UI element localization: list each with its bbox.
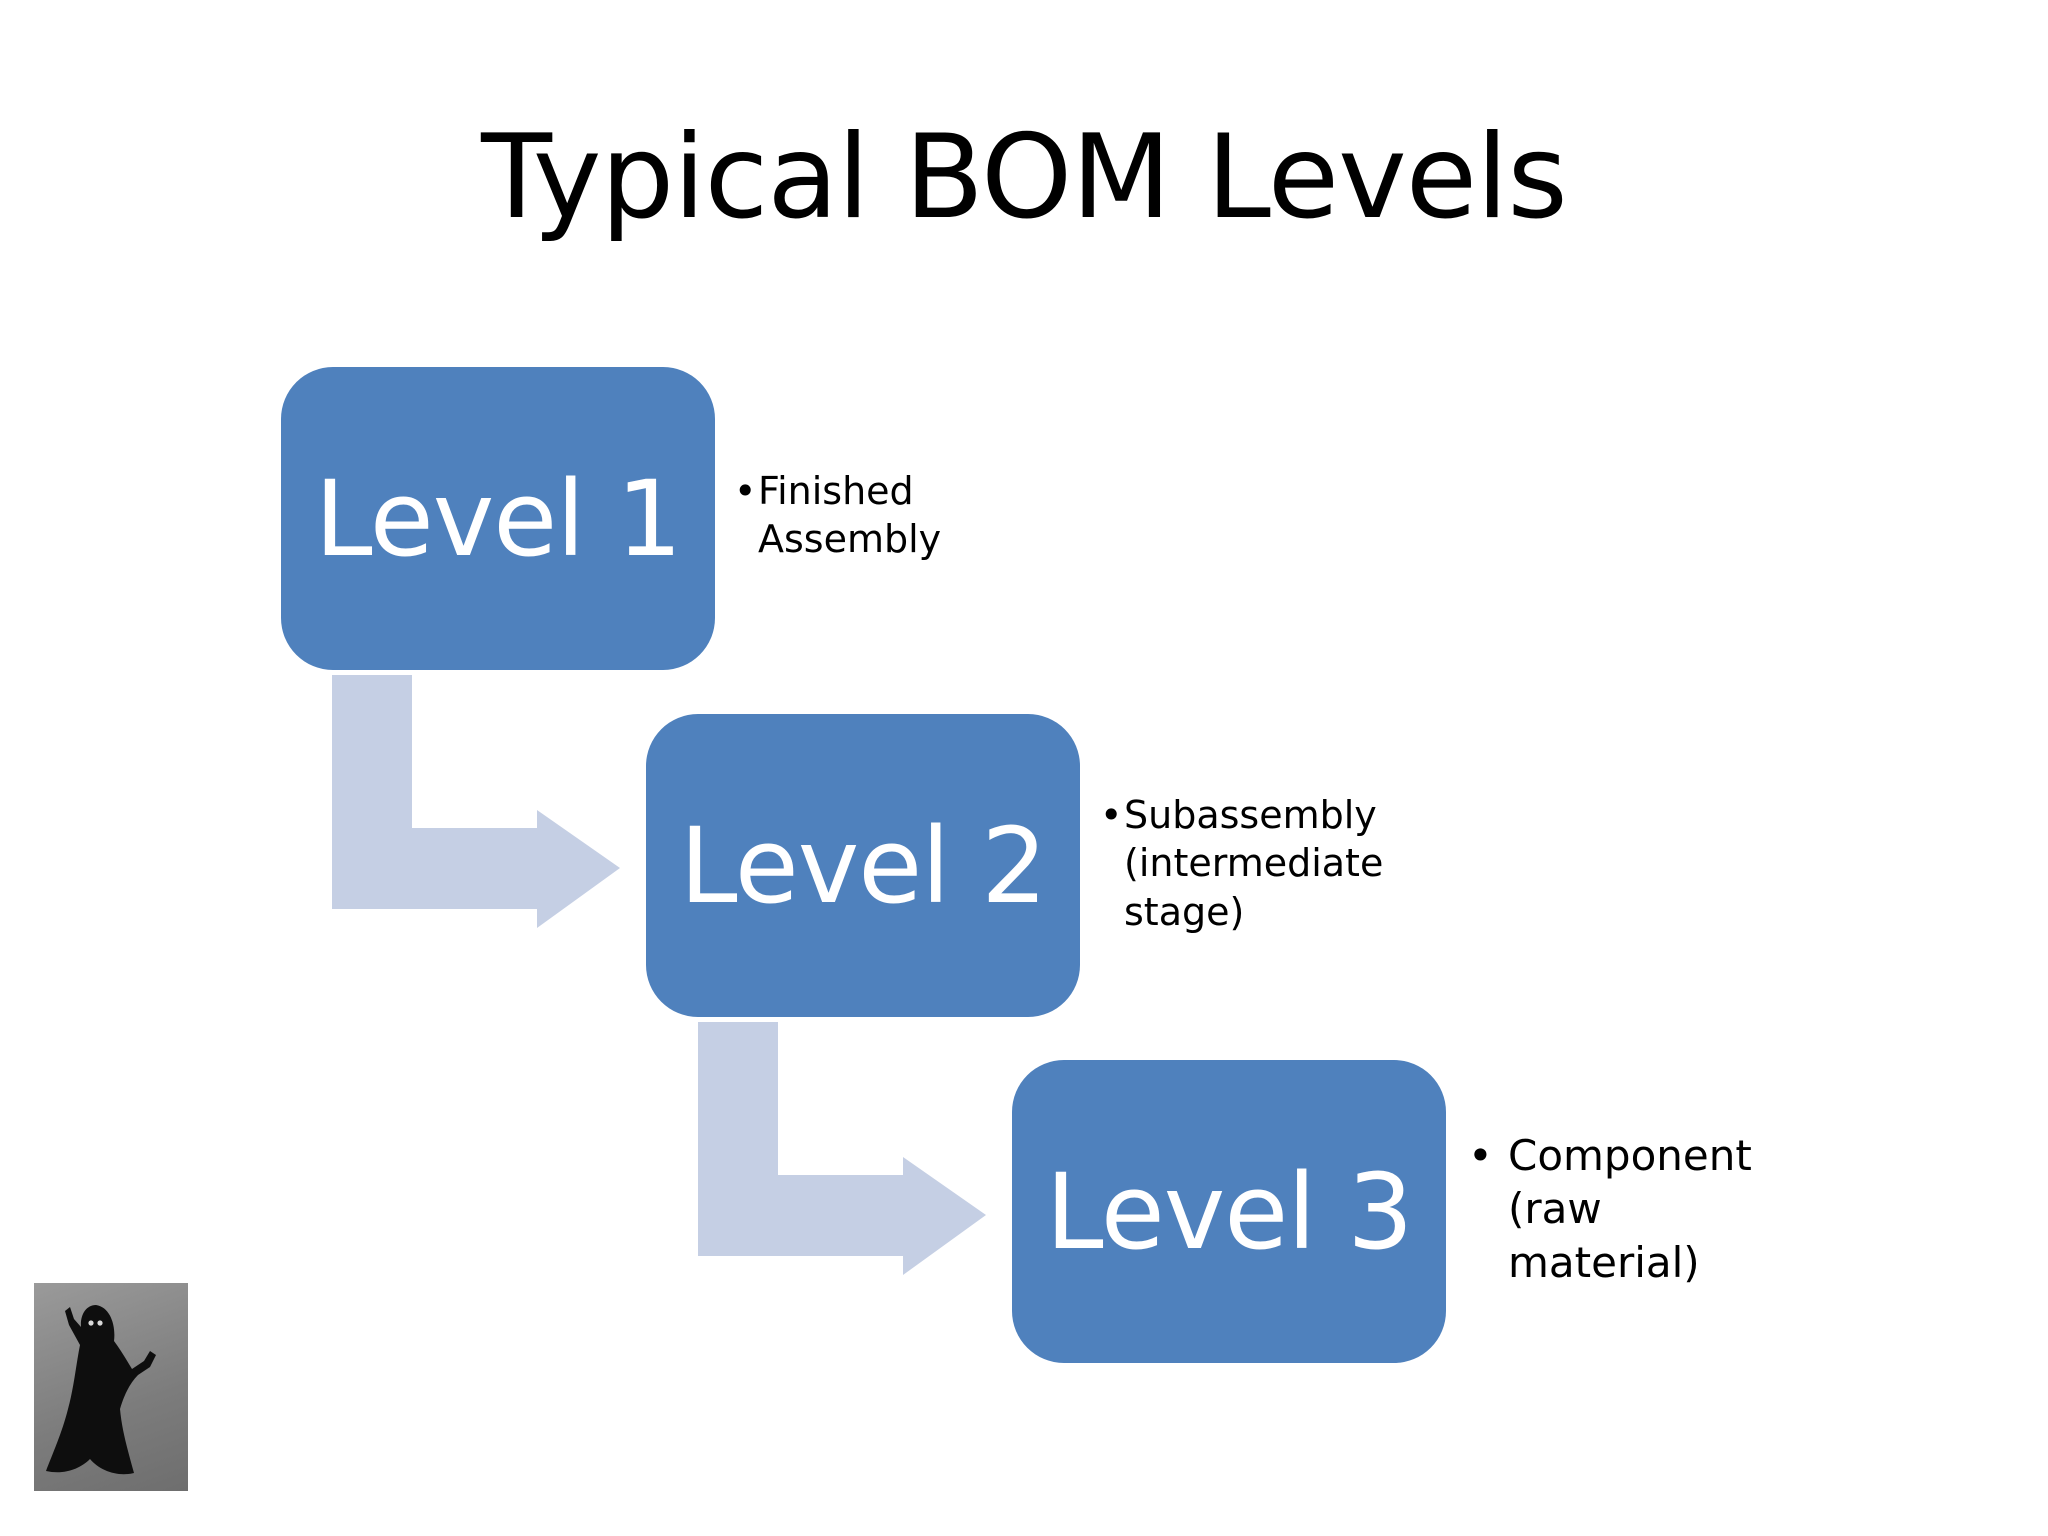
bullet-marker: • xyxy=(1468,1131,1493,1180)
level-1-description: Finished Assembly xyxy=(758,469,942,562)
level-1-box: Level 1 xyxy=(281,367,715,670)
hooded-figure-icon xyxy=(46,1305,156,1475)
corner-image xyxy=(34,1283,188,1491)
level-3-box: Level 3 xyxy=(1012,1060,1446,1363)
level-1-label: Level 1 xyxy=(314,457,683,580)
level-2-note: • Subassembly (intermediate stage) xyxy=(1100,791,1383,936)
level-2-description: Subassembly (intermediate stage) xyxy=(1124,793,1384,934)
bullet-marker: • xyxy=(734,469,757,513)
bent-arrow-2-to-3-icon xyxy=(698,1022,986,1275)
level-2-label: Level 2 xyxy=(679,804,1048,927)
level-1-note: • Finished Assembly xyxy=(734,467,941,564)
level-3-label: Level 3 xyxy=(1045,1150,1414,1273)
level-2-box: Level 2 xyxy=(646,714,1080,1017)
bullet-marker: • xyxy=(1100,793,1123,837)
bent-arrow-1-to-2-icon xyxy=(332,675,620,928)
level-3-description: Component (raw material) xyxy=(1508,1131,1752,1287)
slide-title: Typical BOM Levels xyxy=(481,110,1568,245)
level-3-note: • Component (raw material) xyxy=(1468,1129,1752,1289)
